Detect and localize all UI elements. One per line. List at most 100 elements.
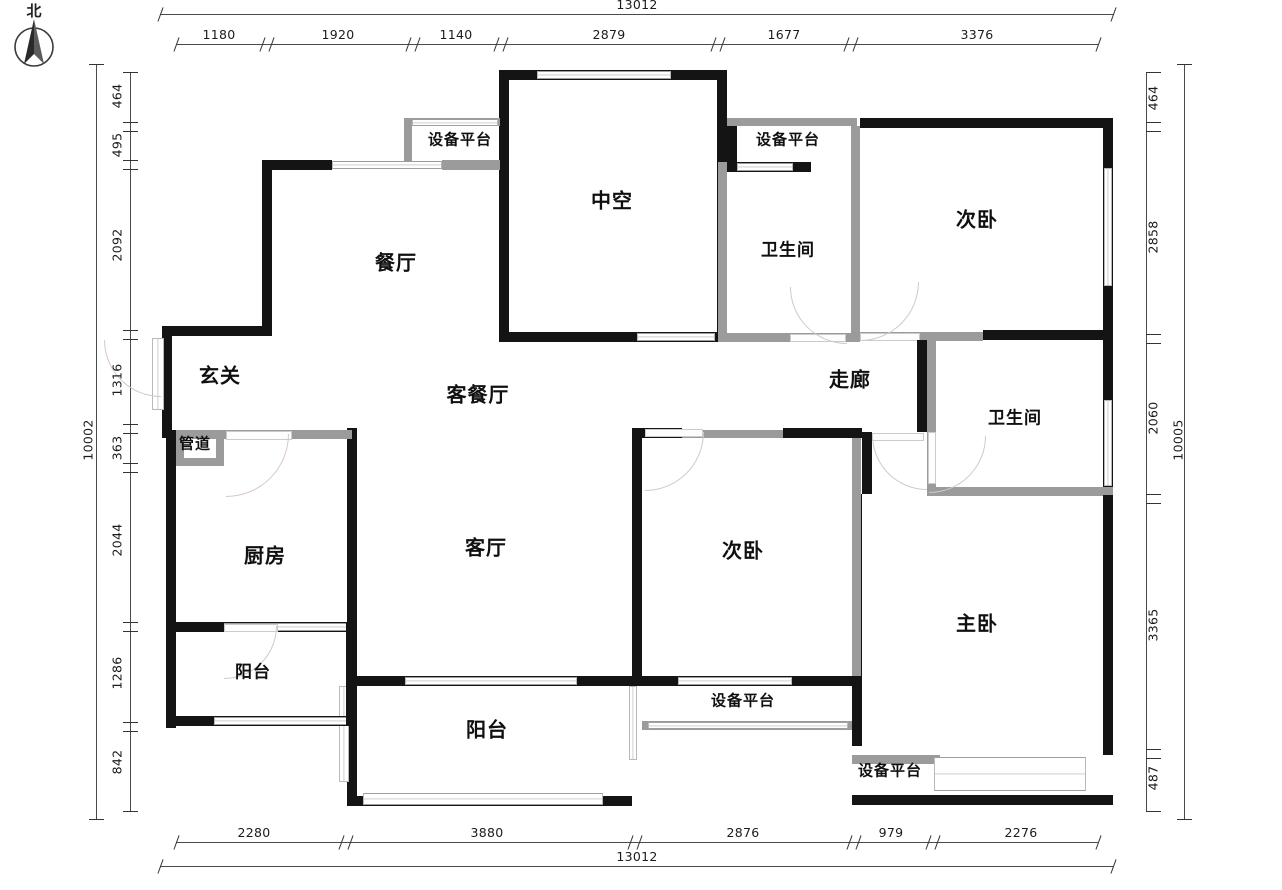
window-balcony-left — [339, 686, 349, 782]
dim-top-5: 1677 — [767, 27, 801, 42]
room-label-equip-platform-nw: 设备平台 — [427, 130, 493, 149]
dim-top-2: 1920 — [321, 27, 355, 42]
room-label-void: 中空 — [591, 188, 633, 213]
dim-right-3: 2060 — [1145, 401, 1161, 435]
wall-bathn-right — [851, 126, 860, 342]
wall-balcony-left — [347, 676, 357, 806]
wall-kbalcony-right — [346, 622, 356, 726]
window-void-top — [537, 71, 671, 79]
wall-equip-nw-left — [404, 118, 412, 162]
window-ne-bedroom — [1104, 168, 1112, 286]
dim-bottom-4: 979 — [878, 825, 904, 840]
dim-right-5: 487 — [1145, 765, 1161, 791]
dim-right-total: 10005 — [1170, 419, 1186, 461]
door-swing-s-bedroom — [645, 432, 704, 491]
room-label-living-dining: 客餐厅 — [446, 382, 510, 407]
window-balcony-bottom — [363, 793, 603, 805]
wall-s-bedroom-left — [632, 428, 642, 676]
room-label-bath-north: 卫生间 — [761, 240, 815, 261]
dim-bottom-3: 2876 — [726, 825, 760, 840]
wall-living-left — [347, 428, 357, 678]
dim-bottom-total: 13012 — [616, 849, 658, 864]
dim-bottom-5: 2276 — [1004, 825, 1038, 840]
wall-entrance-left — [162, 326, 172, 438]
window-dining-top — [332, 161, 442, 169]
room-label-kitchen: 厨房 — [244, 543, 286, 568]
window-kbalcony-bottom — [214, 717, 354, 725]
room-label-equip-platform-se: 设备平台 — [857, 761, 923, 780]
wall-equip-n-top — [727, 118, 857, 126]
wall-kitchen-left — [166, 430, 176, 624]
dim-top-4: 2879 — [592, 27, 626, 42]
dim-right-2: 2858 — [1145, 220, 1161, 254]
door-swing-bath-east — [929, 436, 986, 493]
north-compass: 北 — [6, 2, 62, 76]
dim-top-1: 1180 — [202, 27, 236, 42]
room-label-pipe-shaft: 管道 — [178, 434, 212, 453]
wall-bathe-left — [927, 340, 936, 495]
room-label-equip-platform-n: 设备平台 — [755, 130, 821, 149]
window-s-bedroom-south — [678, 677, 792, 685]
wall-s-bedroom-right — [852, 438, 861, 680]
room-label-dining: 餐厅 — [375, 250, 417, 275]
wall-equip-n-left — [727, 118, 737, 170]
dim-left-7: 1286 — [109, 656, 125, 690]
wall-s-bedroom-top-lt — [682, 430, 783, 438]
window-equip-s-left — [629, 686, 637, 760]
window-equip-n — [737, 163, 793, 171]
door-swing-kitchen — [226, 434, 289, 497]
room-label-entrance: 玄关 — [199, 363, 241, 388]
room-label-living-room: 客厅 — [465, 535, 507, 560]
window-equip-s — [648, 722, 848, 729]
wall-equip-se-top — [852, 755, 940, 764]
wall-void-left — [499, 70, 509, 342]
dim-top-6: 3376 — [960, 27, 994, 42]
dim-left-8: 842 — [109, 749, 125, 775]
dim-right-1: 464 — [1145, 85, 1161, 111]
wall-master-bottom — [852, 795, 1113, 805]
wall-dining-lower — [162, 326, 272, 336]
room-label-balcony-main: 阳台 — [466, 717, 508, 742]
dim-left-2: 495 — [109, 132, 125, 158]
window-bath-east — [1104, 400, 1112, 486]
dim-left-4: 1316 — [109, 363, 125, 397]
dim-left-5: 363 — [109, 435, 125, 461]
wall-master-right — [1103, 495, 1113, 755]
dim-top-3: 1140 — [439, 27, 473, 42]
wall-corridor-left — [917, 340, 927, 432]
window-equip-nw — [412, 119, 498, 126]
wall-pipe-shaft — [176, 430, 224, 466]
room-label-bedroom-s: 次卧 — [722, 538, 764, 563]
wall-equip-nw-bottom — [442, 160, 500, 170]
wall-bathn-left — [718, 162, 727, 342]
dim-left-6: 2044 — [109, 523, 125, 557]
wall-dining-left — [262, 160, 272, 332]
dim-left-total: 10002 — [80, 419, 96, 461]
wall-s-bedroom-top2 — [783, 428, 862, 438]
north-label: 北 — [26, 2, 42, 20]
room-label-balcony-kitchen: 阳台 — [235, 662, 271, 683]
wall-corridor-left-2 — [862, 432, 872, 494]
dim-bottom-1: 2280 — [237, 825, 271, 840]
compass-icon — [14, 19, 54, 67]
dim-top-total: 13012 — [616, 0, 658, 12]
dim-right-4: 3365 — [1145, 608, 1161, 642]
wall-kbalcony-left — [166, 622, 176, 726]
window-void-bottom — [637, 333, 715, 341]
wall-dining-top — [262, 160, 332, 170]
dim-left-1: 464 — [109, 83, 125, 109]
wall-bathn-bottom — [718, 333, 860, 342]
wall-ne-bottom-lt — [860, 332, 983, 341]
wall-ne-bottom — [983, 330, 1113, 340]
dim-left-3: 2092 — [109, 228, 125, 262]
wall-ne-top — [860, 118, 1113, 128]
room-label-bath-east: 卫生间 — [988, 408, 1042, 429]
wall-void-bottom — [499, 332, 727, 342]
room-label-master-bedroom: 主卧 — [956, 611, 998, 636]
room-label-corridor: 走廊 — [829, 367, 871, 392]
dim-bottom-2: 3880 — [470, 825, 504, 840]
window-balcony-top — [405, 677, 577, 685]
window-master-south — [934, 757, 1086, 791]
room-label-equip-platform-s: 设备平台 — [710, 691, 776, 710]
